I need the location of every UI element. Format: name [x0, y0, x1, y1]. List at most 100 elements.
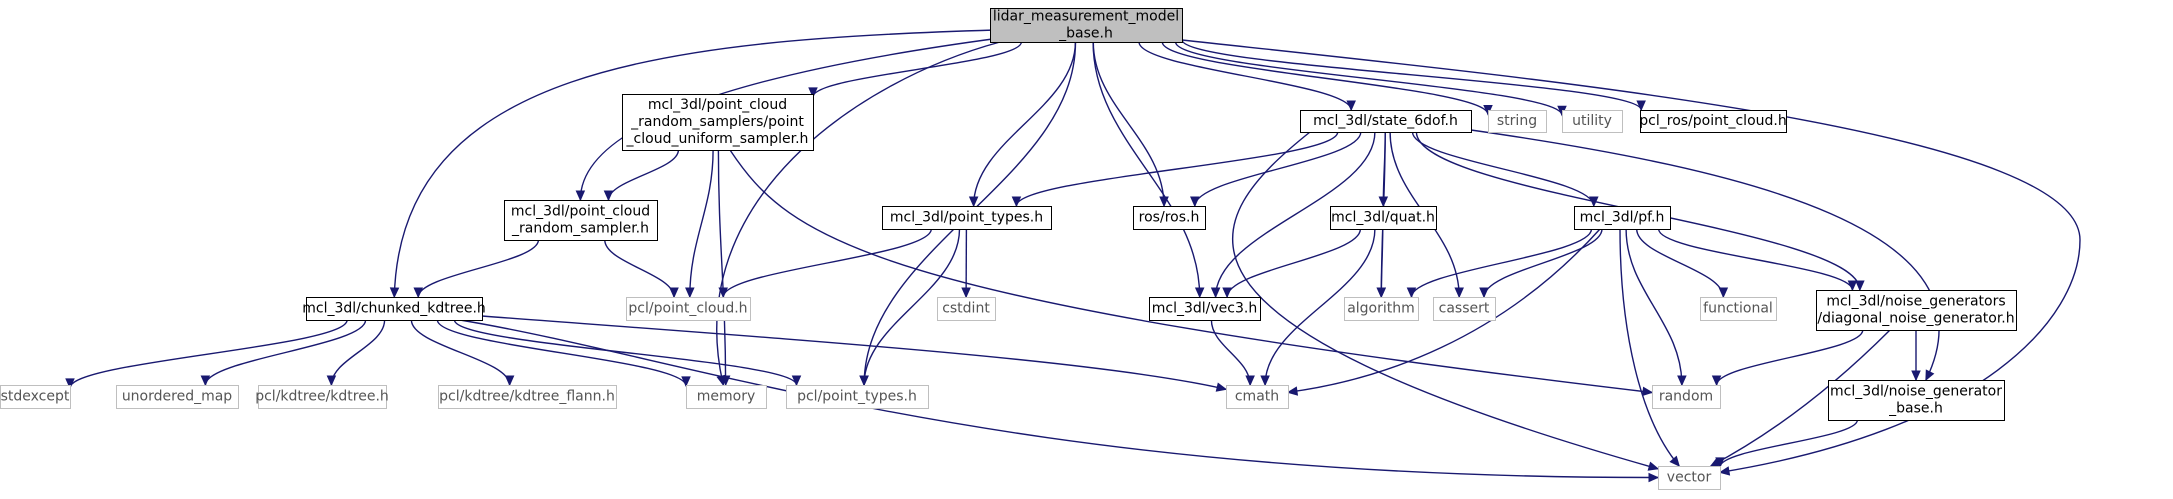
- node-box: [626, 297, 751, 321]
- edge-line: [481, 315, 1227, 390]
- edge-chunked_kdtree-to-stdexcept: [65, 319, 348, 390]
- node-uniform-sampler[interactable]: mcl_3dl/point_cloud_random_samplers/poin…: [622, 94, 814, 151]
- node-box: [1149, 297, 1261, 321]
- node-diag-noise[interactable]: mcl_3dl/noise_generators/diagonal_noise_…: [1816, 290, 2017, 331]
- node-box: [504, 200, 658, 241]
- edge-root-to-ros: [1092, 41, 1169, 208]
- edge-root-to-uniform_sampler-arrowhead: [808, 87, 818, 99]
- edge-pf-to-algorithm: [1406, 228, 1593, 299]
- nodes-layer: lidar_measurement_model_base.h mcl_3dl/po…: [0, 8, 2017, 490]
- edge-vec3-to-cmath: [1210, 319, 1255, 387]
- node-box: [438, 385, 617, 409]
- node-label: pcl/point_cloud.h: [628, 301, 747, 317]
- edge-pf-to-cmath-arrowhead: [1286, 386, 1299, 396]
- edge-state_6dof-to-point_types_local: [1011, 131, 1339, 208]
- edge-line: [972, 41, 1077, 207]
- edge-line: [1410, 228, 1593, 298]
- node-functional: functional: [1700, 297, 1777, 321]
- edge-line: [717, 149, 727, 386]
- edge-line: [417, 239, 540, 298]
- node-box: [1344, 297, 1419, 321]
- edge-line: [1380, 228, 1384, 298]
- node-label: mcl_3dl/pf.h: [1580, 210, 1665, 226]
- edge-point_types_local-to-pcl_point_cloud-arrowhead: [718, 287, 728, 299]
- edge-state_6dof-to-noise_base-arrowhead: [1925, 369, 1935, 382]
- node-label: mcl_3dl/point_types.h: [890, 210, 1043, 226]
- edge-state_6dof-to-cassert-arrowhead: [1454, 287, 1464, 299]
- node-label: stdexcept: [1, 389, 70, 405]
- edge-chunked_kdtree-to-stdexcept-arrowhead: [65, 378, 75, 390]
- edge-state_6dof-to-diag_noise-arrowhead: [1855, 280, 1865, 292]
- node-box: [258, 385, 387, 409]
- edge-line: [812, 41, 1023, 98]
- edge-uniform_sampler-to-random-arrowhead: [1642, 386, 1654, 397]
- node-cmath: cmath: [1226, 385, 1289, 409]
- node-label: random: [1659, 389, 1713, 405]
- edge-quat-to-algorithm: [1376, 228, 1387, 299]
- edge-uniform_sampler-to-random_sampler-arrowhead: [603, 190, 614, 202]
- node-random-sampler[interactable]: mcl_3dl/point_cloud_random_sampler.h: [504, 200, 658, 241]
- node-root[interactable]: lidar_measurement_model_base.h: [990, 8, 1183, 43]
- node-point-types-local[interactable]: mcl_3dl/point_types.h: [882, 206, 1052, 230]
- edge-line: [393, 29, 996, 298]
- node-vec3[interactable]: mcl_3dl/vec3.h: [1149, 297, 1261, 321]
- edge-root-to-pcl_ros_point_cloud-arrowhead: [1636, 100, 1646, 112]
- edge-state_6dof-to-noise_base: [1470, 129, 1940, 382]
- edge-line: [69, 319, 348, 389]
- edge-line: [604, 239, 675, 298]
- node-box: [1640, 110, 1787, 133]
- node-label: _random_samplers/point: [630, 114, 804, 130]
- edge-uniform_sampler-to-pcl_point_cloud: [685, 149, 714, 299]
- node-quat[interactable]: mcl_3dl/quat.h: [1330, 206, 1437, 230]
- edge-root-to-uniform_sampler: [808, 41, 1023, 99]
- edge-root-to-point_types_local-arrowhead: [968, 196, 979, 208]
- node-label: _random_sampler.h: [511, 221, 649, 237]
- node-pcl-ros-point-cloud[interactable]: pcl_ros/point_cloud.h: [1639, 110, 1787, 133]
- node-label: unordered_map: [122, 389, 232, 405]
- edge-quat-to-vec3: [1222, 228, 1362, 299]
- edge-state_6dof-to-vector: [1231, 131, 1660, 471]
- node-chunked-kdtree[interactable]: mcl_3dl/chunked_kdtree.h: [302, 297, 486, 321]
- edge-chunked_kdtree-to-kdtree: [326, 319, 386, 387]
- edge-line: [1015, 131, 1339, 207]
- edge-chunked_kdtree-to-vector: [459, 319, 1660, 483]
- edge-line: [863, 228, 961, 386]
- edge-pf-to-diag_noise-arrowhead: [1847, 280, 1858, 292]
- node-kdtree-flann: pcl/kdtree/kdtree_flann.h: [438, 385, 617, 409]
- edge-diag_noise-to-noise_base: [1911, 329, 1921, 382]
- edge-line: [607, 149, 680, 201]
- edge-root-to-vec3-arrowhead: [1194, 287, 1205, 299]
- edge-chunked_kdtree-to-vector-arrowhead: [1648, 472, 1660, 483]
- edge-state_6dof-to-vector-arrowhead: [1647, 461, 1660, 471]
- node-noise-base[interactable]: mcl_3dl/noise_generator_base.h: [1828, 380, 2005, 421]
- node-ros[interactable]: ros/ros.h: [1133, 206, 1206, 230]
- node-label: cmath: [1235, 389, 1279, 405]
- node-cstdint: cstdint: [937, 297, 996, 321]
- edge-root-to-pcl_ros_point_cloud: [1181, 39, 1646, 112]
- node-box: [116, 385, 239, 409]
- edge-root-to-utility: [1174, 41, 1567, 117]
- node-label: pcl_ros/point_cloud.h: [1639, 113, 1786, 129]
- edge-state_6dof-to-vec3-arrowhead: [1210, 287, 1221, 299]
- edge-line: [1715, 329, 1864, 386]
- node-label: _cloud_uniform_sampler.h: [626, 131, 809, 147]
- node-pf[interactable]: mcl_3dl/pf.h: [1574, 206, 1671, 230]
- edge-line: [1636, 228, 1724, 298]
- edge-point_types_local-to-cstdint: [961, 228, 971, 299]
- edge-diag_noise-to-random-arrowhead: [1711, 375, 1722, 387]
- edge-chunked_kdtree-to-pcl_point_types-arrowhead: [791, 375, 802, 387]
- edge-line: [1710, 329, 1891, 467]
- edge-root-to-state_6dof-arrowhead: [1346, 100, 1356, 112]
- node-box: [1330, 206, 1437, 230]
- edge-state_6dof-to-ros-arrowhead: [1190, 196, 1200, 208]
- node-box: [882, 206, 1052, 230]
- edge-root-to-chunked_kdtree-arrowhead: [389, 287, 400, 299]
- node-string: string: [1488, 110, 1547, 133]
- node-state-6dof[interactable]: mcl_3dl/state_6dof.h: [1300, 110, 1472, 133]
- edge-vec3-to-cmath-arrowhead: [1245, 375, 1255, 387]
- node-box: [1433, 297, 1496, 321]
- edge-random_sampler-to-chunked_kdtree-arrowhead: [413, 287, 424, 299]
- edge-pf-to-cmath: [1286, 228, 1601, 396]
- edge-quat-to-vec3-arrowhead: [1222, 287, 1232, 299]
- edge-root-to-vec3: [1092, 41, 1205, 299]
